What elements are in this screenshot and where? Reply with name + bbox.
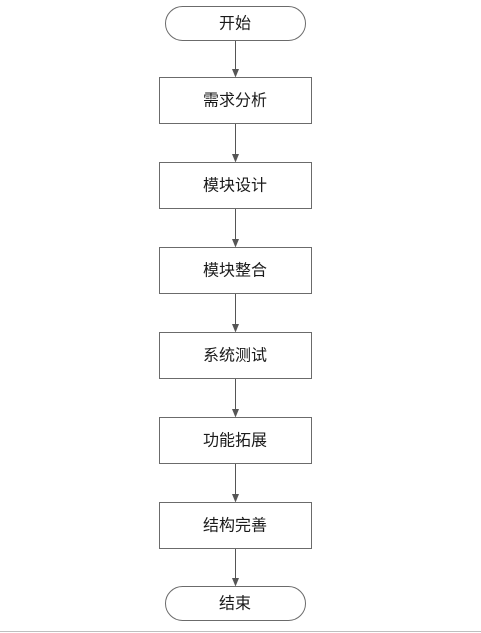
- node-label: 结束: [219, 594, 251, 613]
- arrow-head-icon: [232, 154, 239, 163]
- process-box: [159, 162, 312, 209]
- node-label: 模块设计: [203, 176, 267, 195]
- process-box: [159, 417, 312, 464]
- node-step-4: 系统测试: [159, 332, 312, 379]
- node-step-2: 模块设计: [159, 162, 312, 209]
- node-label: 模块整合: [203, 261, 267, 280]
- node-label: 功能拓展: [203, 431, 267, 450]
- process-box: [159, 247, 312, 294]
- node-end: 结束: [165, 586, 306, 621]
- arrow-head-icon: [232, 578, 239, 587]
- process-box: [159, 332, 312, 379]
- node-label: 系统测试: [203, 346, 267, 365]
- node-label: 需求分析: [203, 91, 267, 110]
- arrow-step-6-to-end: [232, 549, 239, 587]
- arrow-head-icon: [232, 239, 239, 248]
- arrow-step-4-to-step-5: [232, 379, 239, 418]
- node-step-5: 功能拓展: [159, 417, 312, 464]
- terminal-shape: [165, 6, 306, 41]
- node-label: 开始: [219, 14, 251, 33]
- node-step-3: 模块整合: [159, 247, 312, 294]
- terminal-shape: [165, 586, 306, 621]
- arrow-head-icon: [232, 409, 239, 418]
- node-label: 结构完善: [203, 516, 267, 535]
- arrow-step-2-to-step-3: [232, 209, 239, 248]
- arrow-step-3-to-step-4: [232, 294, 239, 333]
- arrow-start-to-step-1: [232, 41, 239, 78]
- arrow-step-1-to-step-2: [232, 124, 239, 163]
- arrow-head-icon: [232, 69, 239, 78]
- arrow-head-icon: [232, 494, 239, 503]
- process-box: [159, 77, 312, 124]
- node-step-6: 结构完善: [159, 502, 312, 549]
- node-step-1: 需求分析: [159, 77, 312, 124]
- node-start: 开始: [165, 6, 306, 41]
- process-box: [159, 502, 312, 549]
- arrow-step-5-to-step-6: [232, 464, 239, 503]
- arrow-head-icon: [232, 324, 239, 333]
- edges-layer: [232, 41, 239, 587]
